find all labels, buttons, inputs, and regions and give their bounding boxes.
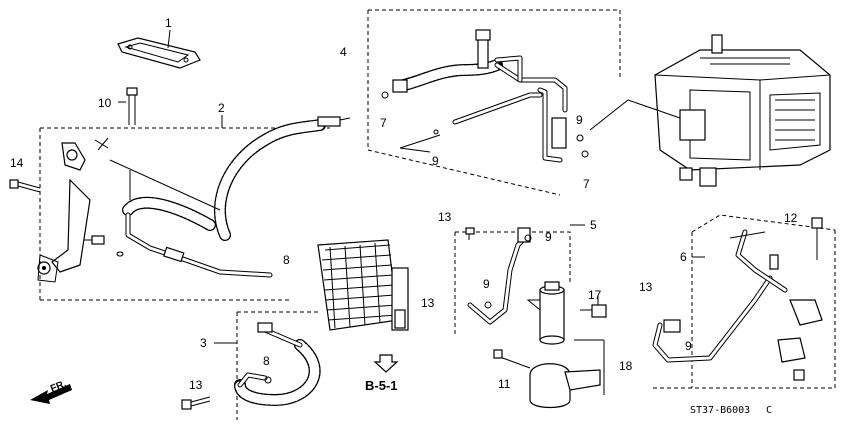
pressure-switch-part (580, 295, 607, 318)
callout-5: 5 (590, 218, 597, 232)
evaporator-unit-part (589, 34, 831, 187)
callout-9e: 9 (685, 339, 692, 353)
callout-7a: 7 (380, 116, 387, 130)
reference-code: ST37-B6003 (690, 405, 750, 416)
callout-1: 1 (165, 16, 172, 30)
callout-7b: 7 (583, 177, 590, 191)
bolt-14-part (9, 179, 41, 193)
callout-9b: 9 (576, 113, 583, 127)
callout-11: 11 (498, 377, 511, 391)
liquid-line-part (367, 9, 621, 196)
receiver-drier-part (493, 281, 605, 409)
callout-13b: 13 (421, 296, 435, 310)
callout-12: 12 (784, 211, 798, 225)
callout-13c: 13 (639, 280, 653, 294)
callout-8a: 8 (283, 253, 290, 267)
callout-14: 14 (10, 156, 24, 170)
reference-code-suffix: C (766, 405, 772, 416)
callout-13d: 13 (189, 378, 203, 392)
condenser-part (317, 239, 409, 331)
callout-18: 18 (619, 359, 633, 373)
receiver-line-part (454, 224, 585, 335)
callout-4: 4 (340, 45, 347, 59)
suction-hose-part (37, 115, 351, 301)
front-direction-arrow (30, 384, 72, 404)
callout-2: 2 (218, 101, 225, 115)
callout-9c: 9 (545, 230, 552, 244)
callout-3: 3 (200, 336, 207, 350)
callout-17: 17 (588, 288, 602, 302)
callout-9d: 9 (483, 277, 490, 291)
discharge-hose-part (181, 311, 321, 420)
section-ref-arrow (373, 354, 399, 373)
callout-10: 10 (98, 96, 112, 110)
callout-9a: 9 (432, 154, 439, 168)
bolt-10-part (118, 87, 138, 125)
evaporator-line-part (650, 214, 836, 389)
callout-6: 6 (680, 250, 687, 264)
callout-8b: 8 (263, 354, 270, 368)
callout-13a: 13 (438, 210, 452, 224)
section-reference: B-5-1 (365, 378, 398, 393)
seal-plate-part (117, 29, 201, 69)
callout-labels: 1 2 3 4 5 6 7 7 8 8 9 9 9 9 9 10 11 12 1… (10, 16, 798, 392)
